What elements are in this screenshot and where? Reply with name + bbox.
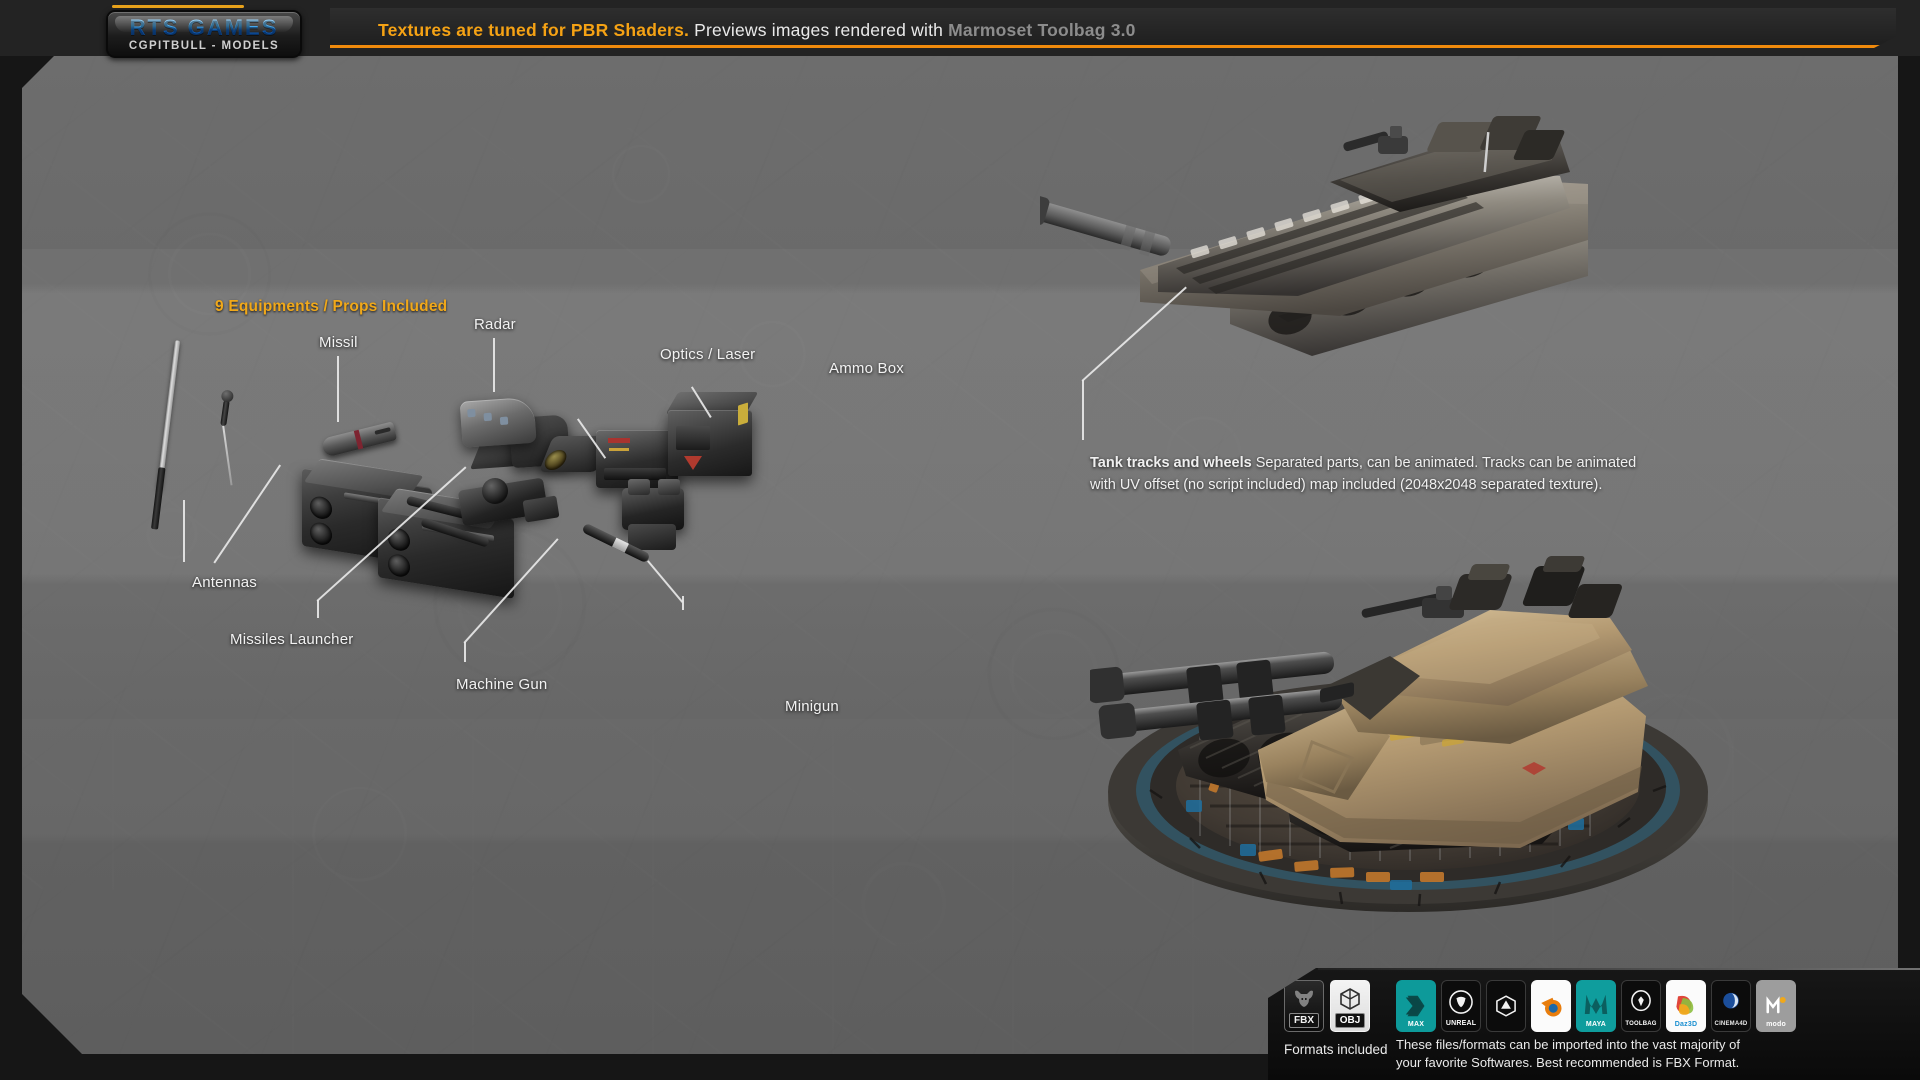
equipment-caption: 9 Equipments / Props Included [215,298,448,315]
label-optics-laser: Optics / Laser [660,346,756,363]
software-label: modo [1766,1021,1786,1028]
tank-tracks-info: Tank tracks and wheels Separated parts, … [1090,452,1690,497]
software-icon-cinema4d[interactable]: CINEMA4D [1711,980,1751,1032]
leader-missil [337,356,339,422]
software-icon-unreal[interactable]: UNREAL [1441,980,1481,1032]
prop-machine-gun [405,470,560,556]
launcher-tube [388,526,410,553]
modo-icon [1766,996,1786,1014]
leader-radar [493,338,495,392]
prop-minigun [581,479,694,584]
logo-title: RTS GAMES [108,15,300,41]
tank-render-main [1086,500,1710,920]
format-badge-fbx[interactable]: FBX [1284,980,1324,1032]
leader-minigun-stub [682,596,684,610]
daz3d-icon [1676,995,1694,1015]
brand-logo: RTS GAMES CGPITBULL - MODELS [106,10,302,58]
maya-icon [1584,994,1608,1014]
software-label: UNREAL [1445,1020,1477,1027]
header-bar [0,0,1920,56]
minigun-head [622,479,684,530]
header-accent-strip [330,8,1896,48]
tank-main-svg [1086,556,1708,912]
3dsmax-glyph-icon [1405,995,1425,1017]
software-icon-marmoset[interactable]: TOOLBAG [1621,980,1661,1032]
software-icon-daz3d[interactable]: Daz3D [1666,980,1706,1032]
label-antennas: Antennas [192,574,257,591]
format-badge-obj[interactable]: OBJ [1330,980,1370,1032]
tagline-grey: Marmoset Toolbag 3.0 [948,20,1136,40]
machine-gun-ring [482,478,508,504]
tank-top-svg [1019,116,1588,356]
optics-lens [541,450,570,470]
bull-head-icon [1295,990,1313,1007]
software-label: TOOLBAG [1625,1021,1657,1027]
tagline-white: Previews images rendered with [689,20,949,40]
formats-included-caption: Formats included [1284,1042,1388,1057]
format-badge-label: OBJ [1334,1013,1366,1028]
leader-antenna-a [183,500,185,562]
marmoset-toolbag-icon [1631,990,1651,1012]
label-ammo-box: Ammo Box [829,360,904,377]
label-machine-gun: Machine Gun [456,676,548,693]
leader-machine-gun-stub [464,642,466,662]
software-icon-maya[interactable]: MAYA [1576,980,1616,1032]
software-icon-blender[interactable] [1531,980,1571,1032]
tracks-info-body-1: Separated parts, can be animated. Tracks… [1251,455,1637,471]
unity-icon [1496,995,1516,1017]
format-badge-label: FBX [1289,1013,1319,1028]
tracks-info-title: Tank tracks and wheels [1090,455,1252,471]
prop-ammo-box [665,392,759,480]
tank-render-tracks-detail [1019,80,1600,360]
software-icon-modo[interactable]: modo [1756,980,1796,1032]
formats-description-line-1: These files/formats can be imported into… [1396,1037,1740,1052]
unreal-engine-icon [1449,990,1473,1014]
label-missiles-launcher: Missiles Launcher [230,631,354,648]
software-label: CINEMA4D [1714,1021,1748,1027]
minigun-mount [628,524,676,550]
launcher-tube [310,494,332,521]
label-missil: Missil [319,334,358,351]
launcher-tube [310,520,332,547]
software-label: MAYA [1585,1021,1607,1028]
format-badges: FBX OBJ [1284,980,1370,1032]
tracks-info-line-2: with UV offset (no script included) map … [1090,477,1603,494]
hazard-triangle-icon [684,456,702,470]
cube-wireframe-icon [1340,988,1360,1010]
software-icon-3dsmax[interactable]: MAX [1396,980,1436,1032]
optics-body [596,430,678,488]
radar-dish [459,396,537,448]
machine-gun-stock [522,495,560,523]
leader-tank-tracks [1082,380,1084,440]
software-label: MAX [1407,1021,1425,1028]
cinema4d-icon [1723,992,1739,1009]
logo-accent-bar [112,5,244,8]
label-minigun: Minigun [785,698,839,715]
formats-description: These files/formats can be imported into… [1396,1036,1906,1073]
tagline-orange: Textures are tuned for PBR Shaders. [378,20,690,40]
blender-icon [1541,997,1562,1017]
software-icons: MAX UNREAL [1396,980,1796,1032]
leader-missiles-launcher-stub [317,600,319,618]
ammo-box-strip [738,402,748,426]
header-tagline: Textures are tuned for PBR Shaders. Prev… [378,20,1136,41]
tracks-info-line-1: Tank tracks and wheels Separated parts, … [1090,452,1690,474]
logo-subtitle: CGPITBULL - MODELS [128,40,280,52]
software-icon-unity[interactable] [1486,980,1526,1032]
software-label: Daz3D [1674,1021,1698,1028]
prop-optics-laser [538,430,678,492]
label-radar: Radar [474,316,516,333]
formats-description-line-2: your favorite Softwares. Best recommende… [1396,1055,1740,1071]
launcher-tube [388,552,410,579]
formats-bar: FBX OBJ MAX [1268,968,1920,1080]
ammo-box-plate [676,426,710,450]
